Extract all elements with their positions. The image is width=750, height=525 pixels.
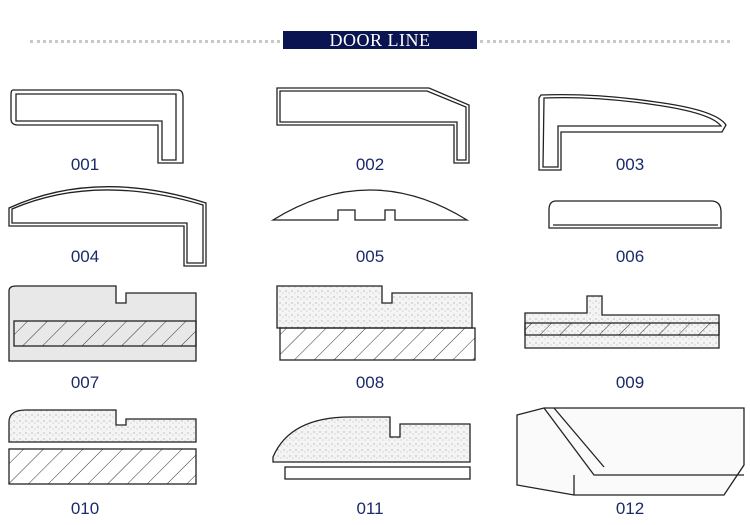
profile-007-label: 007 — [70, 373, 100, 392]
profile-004-drawing — [8, 186, 207, 267]
profile-011-label: 011 — [356, 499, 384, 518]
profile-005-drawing — [270, 189, 470, 221]
profile-008-label: 008 — [355, 373, 385, 392]
profile-005-label: 005 — [355, 247, 385, 266]
profile-012-drawing — [516, 407, 745, 496]
profile-007-drawing — [8, 285, 197, 362]
profile-011-drawing — [272, 416, 471, 480]
page-title: DOOR LINE — [283, 31, 477, 50]
divider-right — [480, 40, 730, 47]
profile-006-label: 006 — [615, 247, 645, 266]
profile-001-label: 001 — [70, 155, 100, 174]
profile-003-drawing — [538, 93, 727, 171]
profile-012-label: 012 — [615, 499, 645, 518]
profile-001-drawing — [10, 89, 184, 164]
profile-002-drawing — [276, 87, 470, 164]
profile-009-label: 009 — [615, 373, 645, 392]
profile-010-label: 010 — [70, 499, 100, 518]
profile-003-label: 003 — [615, 155, 645, 174]
profile-006-drawing — [548, 200, 722, 229]
profile-008-drawing — [276, 285, 476, 361]
profile-004-label: 004 — [70, 247, 100, 266]
profile-002-label: 002 — [355, 155, 385, 174]
profile-009-drawing — [524, 295, 720, 349]
divider-left — [30, 40, 280, 47]
profile-010-drawing — [8, 409, 197, 485]
